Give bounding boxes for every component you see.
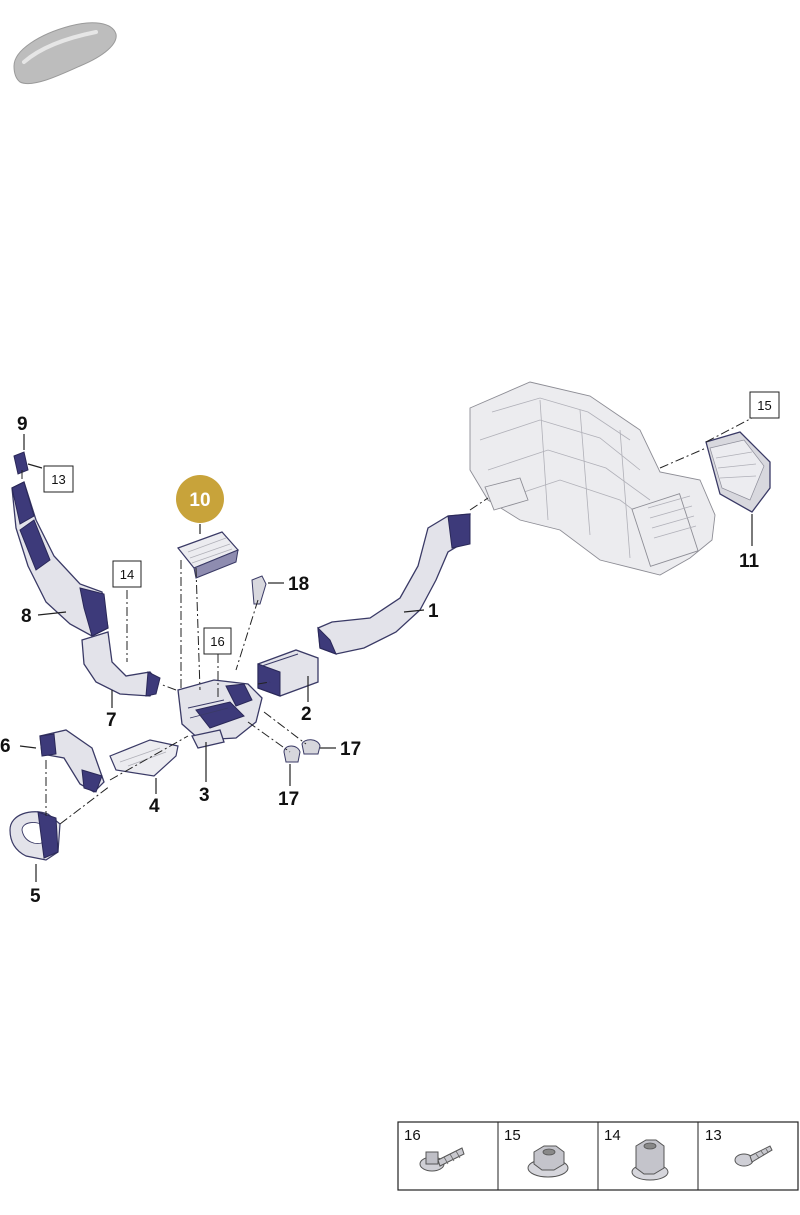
hardware-legend: 16 15 14 13 <box>397 1121 799 1191</box>
duct-part-1 <box>317 513 471 655</box>
hex-nut-flanged-icon <box>527 1145 569 1178</box>
svg-text:13: 13 <box>51 472 65 487</box>
leader-lines <box>19 434 753 882</box>
bolt-with-washer-icon <box>419 1147 465 1172</box>
svg-text:16: 16 <box>210 634 224 649</box>
boxed-ref-14: 14 <box>112 560 142 588</box>
callout-9: 9 <box>17 414 28 435</box>
svg-text:14: 14 <box>120 567 134 582</box>
callout-18: 18 <box>288 574 309 595</box>
duct-part-8 <box>11 481 109 637</box>
blower-housing-part-3 <box>177 679 263 749</box>
callout-10: 10 <box>189 490 210 511</box>
svg-text:14: 14 <box>604 1127 621 1144</box>
svg-text:13: 13 <box>705 1127 722 1144</box>
callout-4: 4 <box>149 796 160 817</box>
callout-5: 5 <box>30 886 41 907</box>
duct-part-5 <box>9 811 61 861</box>
boxed-ref-13: 13 <box>43 465 74 493</box>
legend-cell-16: 16 <box>404 1127 465 1172</box>
climate-control-unit <box>469 381 716 576</box>
clip-part-18 <box>251 575 267 605</box>
boxed-ref-15: 15 <box>749 391 780 419</box>
callout-1: 1 <box>428 601 439 622</box>
callout-17-lower: 17 <box>278 789 299 810</box>
hex-nut-tall-icon <box>631 1139 669 1181</box>
callout-17-right: 17 <box>340 739 361 760</box>
svg-text:15: 15 <box>504 1127 521 1144</box>
highlight-callout-10: 10 <box>176 475 224 534</box>
duct-part-6 <box>39 729 105 793</box>
grille-part-10 <box>177 531 240 579</box>
legend-cell-15: 15 <box>504 1127 569 1178</box>
bracket-part-9 <box>13 451 29 475</box>
svg-text:15: 15 <box>757 398 771 413</box>
legend-cell-13: 13 <box>705 1127 773 1167</box>
vehicle-thumbnail-icon <box>13 22 117 85</box>
cap-part-17-a <box>283 745 301 763</box>
legend-cell-14: 14 <box>604 1127 669 1181</box>
part-2-block <box>257 649 319 697</box>
callout-7: 7 <box>106 710 117 731</box>
callout-11: 11 <box>739 551 760 572</box>
callout-3: 3 <box>199 785 210 806</box>
callout-6: 6 <box>0 736 11 757</box>
callout-labels: 9 8 7 6 5 4 3 2 17 17 18 1 11 <box>0 414 760 907</box>
boxed-ref-16: 16 <box>203 627 232 655</box>
callout-8: 8 <box>21 606 32 627</box>
svg-text:16: 16 <box>404 1127 421 1144</box>
assembly-lines <box>21 417 753 825</box>
filter-part-11 <box>705 431 771 513</box>
duct-part-7 <box>81 631 161 697</box>
cap-part-17-b <box>301 739 321 755</box>
callout-2: 2 <box>301 704 312 725</box>
plate-part-4 <box>109 739 179 777</box>
screw-icon <box>734 1145 773 1167</box>
